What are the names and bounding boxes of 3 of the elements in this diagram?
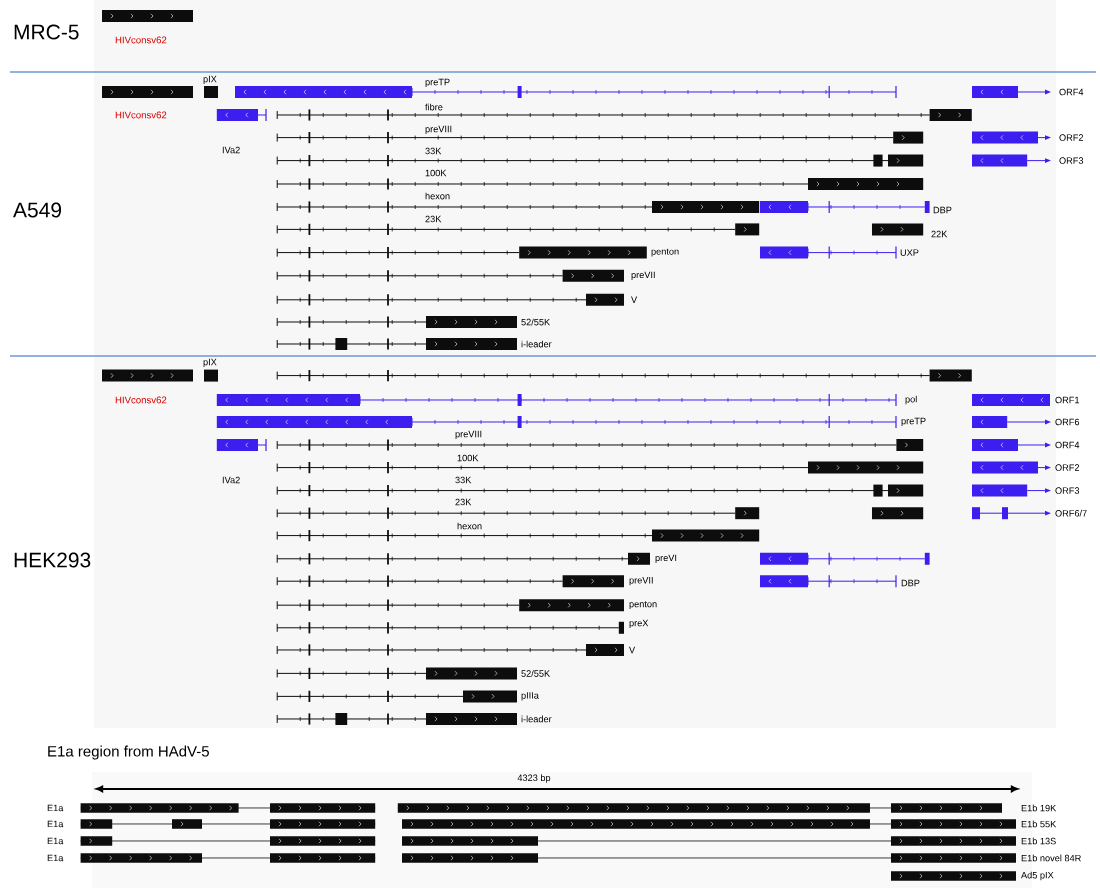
cell-line-label: HEK293 [14,552,91,568]
cell-line-label: MRC-5 [14,24,79,40]
cell-line-label: A549 [13,202,62,218]
